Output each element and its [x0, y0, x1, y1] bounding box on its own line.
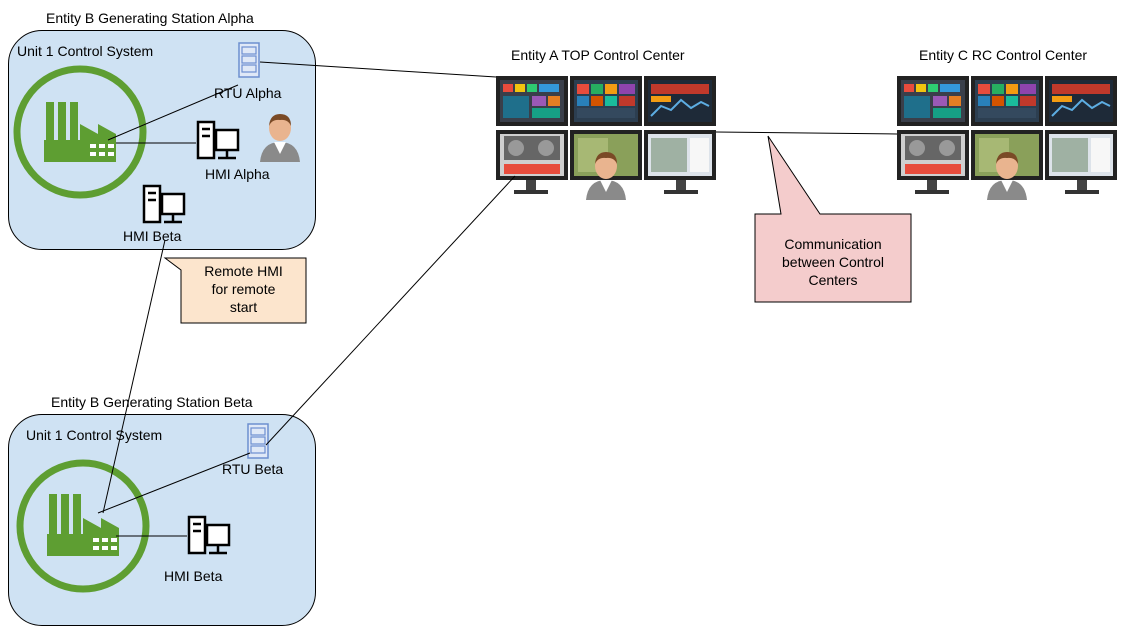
link-factory-beta-to-rtu-beta — [97, 452, 251, 514]
control-room-monitors-icon — [897, 76, 1117, 200]
callout-line: Remote HMI — [204, 263, 283, 279]
remote-hmi-callout: Remote HMI for remote start — [181, 262, 306, 316]
hmi-workstation-icon — [196, 120, 240, 160]
operator-avatar-icon — [260, 114, 300, 162]
callout-line: between Control — [782, 254, 884, 270]
hmi-beta-label: HMI Beta — [164, 568, 223, 584]
rtu-server-icon — [238, 42, 260, 78]
communication-callout: Communication between Control Centers — [755, 235, 911, 289]
station-alpha-system-label: Unit 1 Control System — [17, 43, 154, 59]
hmi-workstation-icon — [142, 184, 186, 224]
link-factory-alpha-to-rtu-alpha — [107, 84, 239, 141]
link-hmi-beta-remote-to-factory-beta — [102, 239, 166, 514]
callout-line: Centers — [808, 272, 858, 288]
hmi-workstation-icon — [187, 515, 231, 555]
link-rtu-alpha-to-center-a — [259, 61, 497, 78]
rtu-server-icon — [247, 423, 269, 459]
hmi-beta-remote-label: HMI Beta — [123, 228, 182, 244]
factory-icon — [16, 459, 150, 593]
callout-line: start — [229, 299, 258, 315]
factory-icon — [13, 65, 147, 199]
rtu-beta-label: RTU Beta — [222, 461, 284, 477]
link-center-a-to-center-c — [715, 131, 898, 135]
hmi-alpha-label: HMI Alpha — [205, 166, 270, 182]
control-center-c-title: Entity C RC Control Center — [919, 47, 1088, 63]
callout-line: for remote — [211, 281, 276, 297]
control-room-monitors-icon — [496, 76, 716, 200]
rtu-alpha-label: RTU Alpha — [214, 85, 282, 101]
link-rtu-beta-to-center-a — [265, 175, 516, 446]
control-center-a-title: Entity A TOP Control Center — [511, 47, 685, 63]
station-beta-system-label: Unit 1 Control System — [26, 427, 163, 443]
callout-line: Communication — [784, 236, 882, 252]
station-alpha-title: Entity B Generating Station Alpha — [46, 10, 254, 26]
station-beta-title: Entity B Generating Station Beta — [51, 394, 253, 410]
